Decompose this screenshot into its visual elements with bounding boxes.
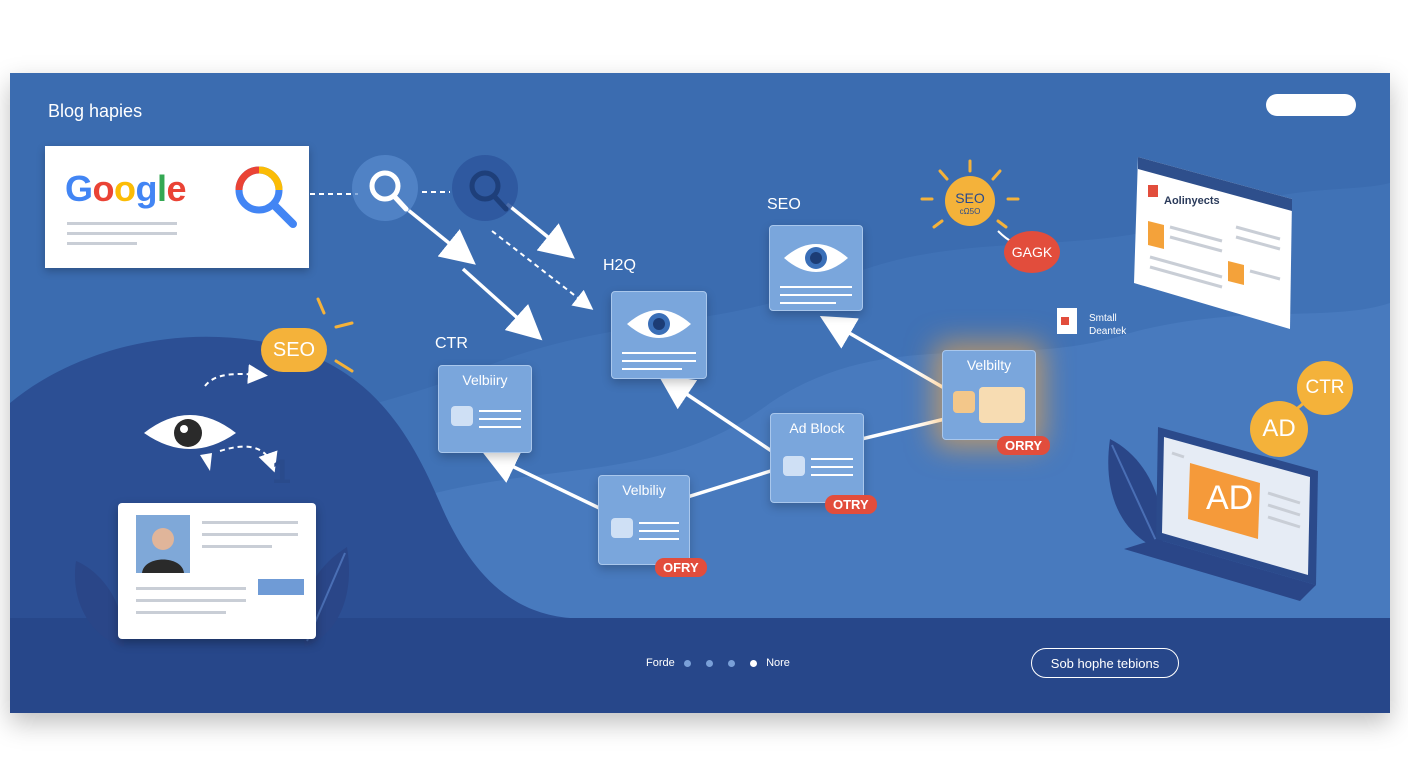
seo-sun-sublabel: cΩ5O	[959, 207, 981, 216]
leaf-icon	[74, 561, 125, 647]
text-line	[639, 538, 679, 540]
text-line	[622, 368, 682, 370]
text-line	[136, 599, 246, 602]
sparkle-icon	[316, 297, 354, 373]
ad-page-heading: Aolinyects	[1164, 195, 1220, 207]
pagination-left-label: Forde	[646, 657, 675, 669]
text-line	[639, 530, 679, 532]
search-brand-logo: Google	[65, 168, 187, 210]
visibility-tile-seo[interactable]	[769, 225, 863, 311]
page-title: Blog hapies	[48, 101, 143, 121]
top-right-pill-button[interactable]	[1266, 94, 1356, 116]
tile-title: Velbilty	[966, 357, 1012, 373]
ad-screen-label: AD	[1206, 479, 1254, 517]
text-line	[622, 352, 696, 354]
text-block	[979, 387, 1025, 423]
small-doc-label-2: Deantek	[1089, 326, 1127, 337]
small-doc-label-1: Smtall	[1089, 313, 1117, 324]
brand-letter: o	[92, 168, 115, 209]
eye-icon	[784, 244, 848, 272]
sun-icon	[920, 159, 1020, 229]
seo-sun-label: SEO	[955, 190, 985, 206]
thumbnail-icon	[611, 518, 633, 538]
text-line	[67, 242, 137, 245]
brand-letter: g	[135, 168, 158, 209]
text-line	[780, 294, 852, 296]
text-line	[136, 611, 226, 614]
thumbnail-icon	[783, 456, 805, 476]
brand-letter: o	[114, 168, 136, 209]
brand-letter: l	[157, 168, 167, 209]
brand-letter: G	[65, 168, 93, 209]
status-badge: OTRY	[825, 495, 877, 514]
text-line	[67, 232, 177, 235]
visibility-tile-center[interactable]: Velbiliy	[598, 475, 690, 565]
text-line	[780, 302, 836, 304]
text-line	[811, 466, 853, 468]
tile-title: Velbiiry	[462, 372, 508, 388]
ad-block-tile[interactable]: Ad Block	[770, 413, 864, 503]
text-line	[622, 360, 696, 362]
text-line	[202, 545, 272, 548]
brand-letter: e	[166, 168, 187, 209]
pagination-right-label: Nore	[766, 657, 790, 669]
seo-bubble: SEO	[261, 328, 327, 372]
pagination: Forde Nore	[646, 657, 790, 675]
browser-window-icon	[1134, 157, 1292, 329]
text-line	[479, 418, 521, 420]
pagination-dot-active[interactable]	[750, 659, 757, 667]
eye-icon	[627, 310, 691, 338]
text-line	[639, 522, 679, 524]
tile-title: Velbiliy	[622, 482, 666, 498]
leaf-icon	[1108, 439, 1163, 551]
search-result-card: Google	[45, 146, 309, 268]
text-line	[202, 533, 298, 536]
status-badge: OFRY	[655, 558, 707, 577]
text-line	[811, 458, 853, 460]
text-line	[67, 222, 177, 225]
thumbnail-icon	[451, 406, 473, 426]
highlight-block	[258, 579, 304, 595]
text-line	[780, 286, 852, 288]
eye-speech-icon	[144, 415, 236, 471]
background-hills	[10, 183, 1390, 713]
seo-label: SEO	[767, 196, 801, 213]
search-icon[interactable]	[231, 162, 301, 232]
text-line	[136, 587, 246, 590]
pagination-dot[interactable]	[683, 659, 691, 667]
text-line	[479, 426, 521, 428]
status-badge: ORRY	[997, 436, 1051, 455]
ctr-label: CTR	[435, 335, 468, 352]
ad-bubble: AD	[1250, 401, 1308, 457]
pagination-dot[interactable]	[705, 659, 713, 667]
hero-banner: Blog hapies Google	[10, 73, 1390, 713]
visibility-tile-h2q[interactable]	[611, 291, 707, 379]
avatar	[136, 515, 190, 573]
pagination-dot[interactable]	[727, 659, 735, 667]
thumbnail-icon	[953, 391, 975, 413]
cta-button[interactable]: Sob hophe tebions	[1031, 648, 1179, 678]
text-line	[202, 521, 298, 524]
text-line	[479, 410, 521, 412]
magnifier-icon[interactable]	[350, 153, 420, 223]
visibility-tile-left[interactable]: Velbiiry	[438, 365, 532, 453]
magnifier-icon[interactable]	[450, 153, 520, 223]
profile-card	[118, 503, 316, 639]
step-number: 1	[272, 453, 291, 491]
h2q-label: H2Q	[603, 257, 636, 274]
text-line	[811, 474, 853, 476]
tile-title: Ad Block	[789, 420, 845, 436]
laptop-icon	[1124, 427, 1318, 601]
document-icon	[1057, 308, 1077, 334]
ctr-bubble: CTR	[1297, 361, 1353, 415]
visibility-tile-right[interactable]: Velbilty	[942, 350, 1036, 440]
gagk-bubble: GAGK	[1004, 231, 1060, 273]
